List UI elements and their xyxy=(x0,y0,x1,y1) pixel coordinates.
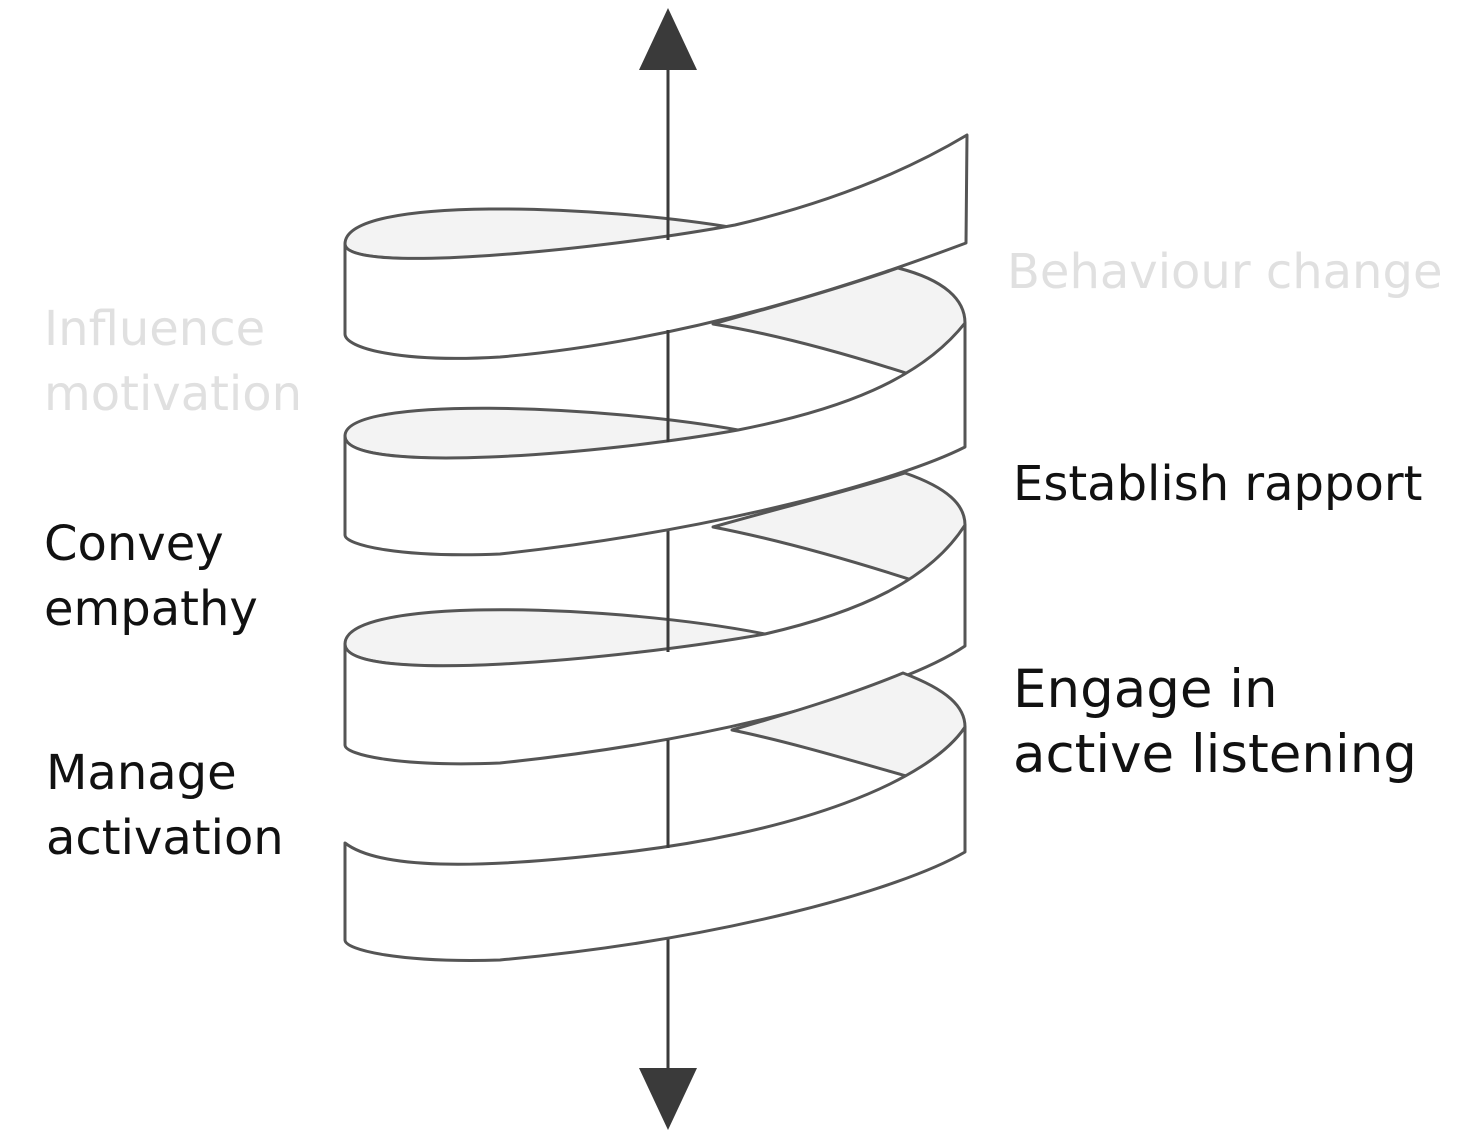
spiral-front-face xyxy=(343,725,967,962)
spiral-front-face xyxy=(343,133,969,360)
spiral-turn-1 xyxy=(343,133,969,360)
arrow-down-icon xyxy=(639,1068,697,1130)
label-line: Manage xyxy=(46,745,237,801)
label-line: empathy xyxy=(44,580,258,637)
spiral-back-face xyxy=(730,671,967,780)
label-line: Engage in xyxy=(1013,659,1278,720)
label-behaviour-change: Behaviour change xyxy=(1007,244,1443,300)
spiral-turn-3 xyxy=(343,523,967,766)
spiral-back-face xyxy=(711,266,967,377)
label-line: active listening xyxy=(1013,723,1417,785)
arrow-up-icon xyxy=(639,8,697,70)
label-line: activation xyxy=(46,809,284,866)
label-line: motivation xyxy=(44,365,303,422)
spiral-back-face xyxy=(711,471,967,584)
label-convey-empathy: Convey empathy xyxy=(44,512,258,642)
label-engage-active-listening: Engage in active listening xyxy=(1013,658,1417,787)
label-influence-motivation: Influence motivation xyxy=(44,297,302,427)
spiral-turn-2 xyxy=(343,321,967,557)
spiral-front-face xyxy=(343,321,967,557)
spiral-front-face xyxy=(343,523,967,766)
label-manage-activation: Manage activation xyxy=(46,741,284,871)
label-line: Influence xyxy=(44,301,266,357)
label-establish-rapport: Establish rapport xyxy=(1013,456,1423,512)
spiral-turn-4 xyxy=(343,725,967,962)
label-line: Convey xyxy=(44,516,224,572)
